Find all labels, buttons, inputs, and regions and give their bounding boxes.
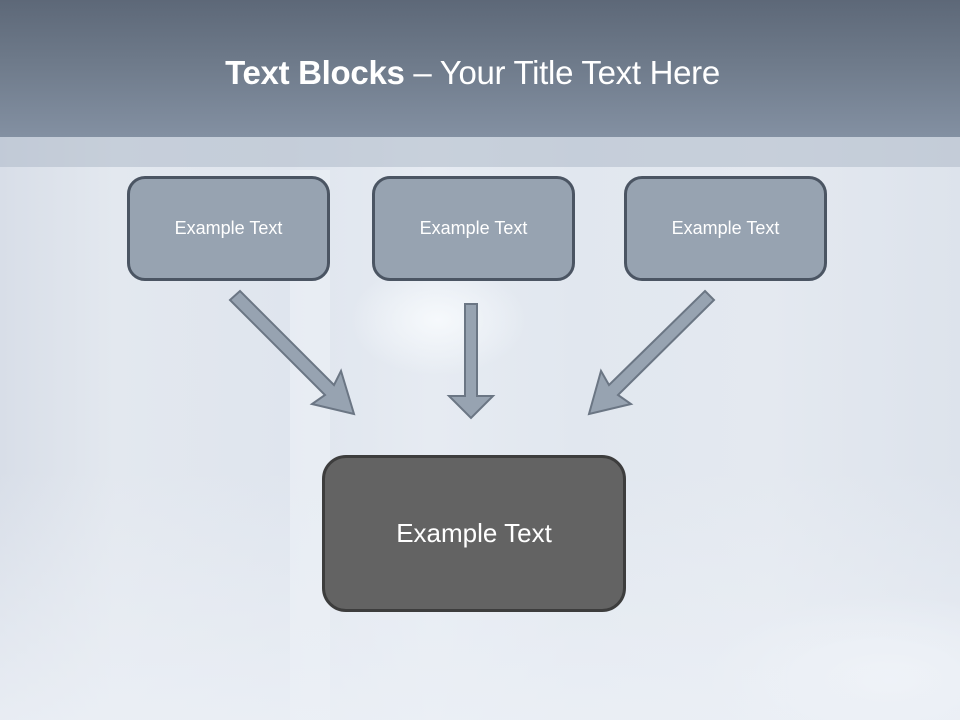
- text-block-left-label: Example Text: [174, 218, 283, 238]
- title-dash: –: [404, 54, 440, 91]
- text-block-main-label: Example Text: [396, 518, 552, 548]
- title-bar: Text Blocks – Your Title Text Here: [0, 0, 960, 137]
- slide-title: Text Blocks – Your Title Text Here: [0, 54, 945, 92]
- title-rest: Your Title Text Here: [439, 54, 720, 91]
- text-block-right-label: Example Text: [671, 218, 780, 238]
- text-block-left[interactable]: Example Text: [127, 176, 330, 281]
- title-bold: Text Blocks: [225, 54, 405, 91]
- background-band: [0, 137, 960, 167]
- text-block-right[interactable]: Example Text: [624, 176, 827, 281]
- text-block-main[interactable]: Example Text: [322, 455, 626, 612]
- text-block-center[interactable]: Example Text: [372, 176, 575, 281]
- arrow-down-right-icon: [228, 289, 356, 416]
- text-block-center-label: Example Text: [419, 218, 528, 238]
- arrow-down-left-icon: [587, 289, 716, 416]
- arrow-down-icon: [446, 303, 496, 420]
